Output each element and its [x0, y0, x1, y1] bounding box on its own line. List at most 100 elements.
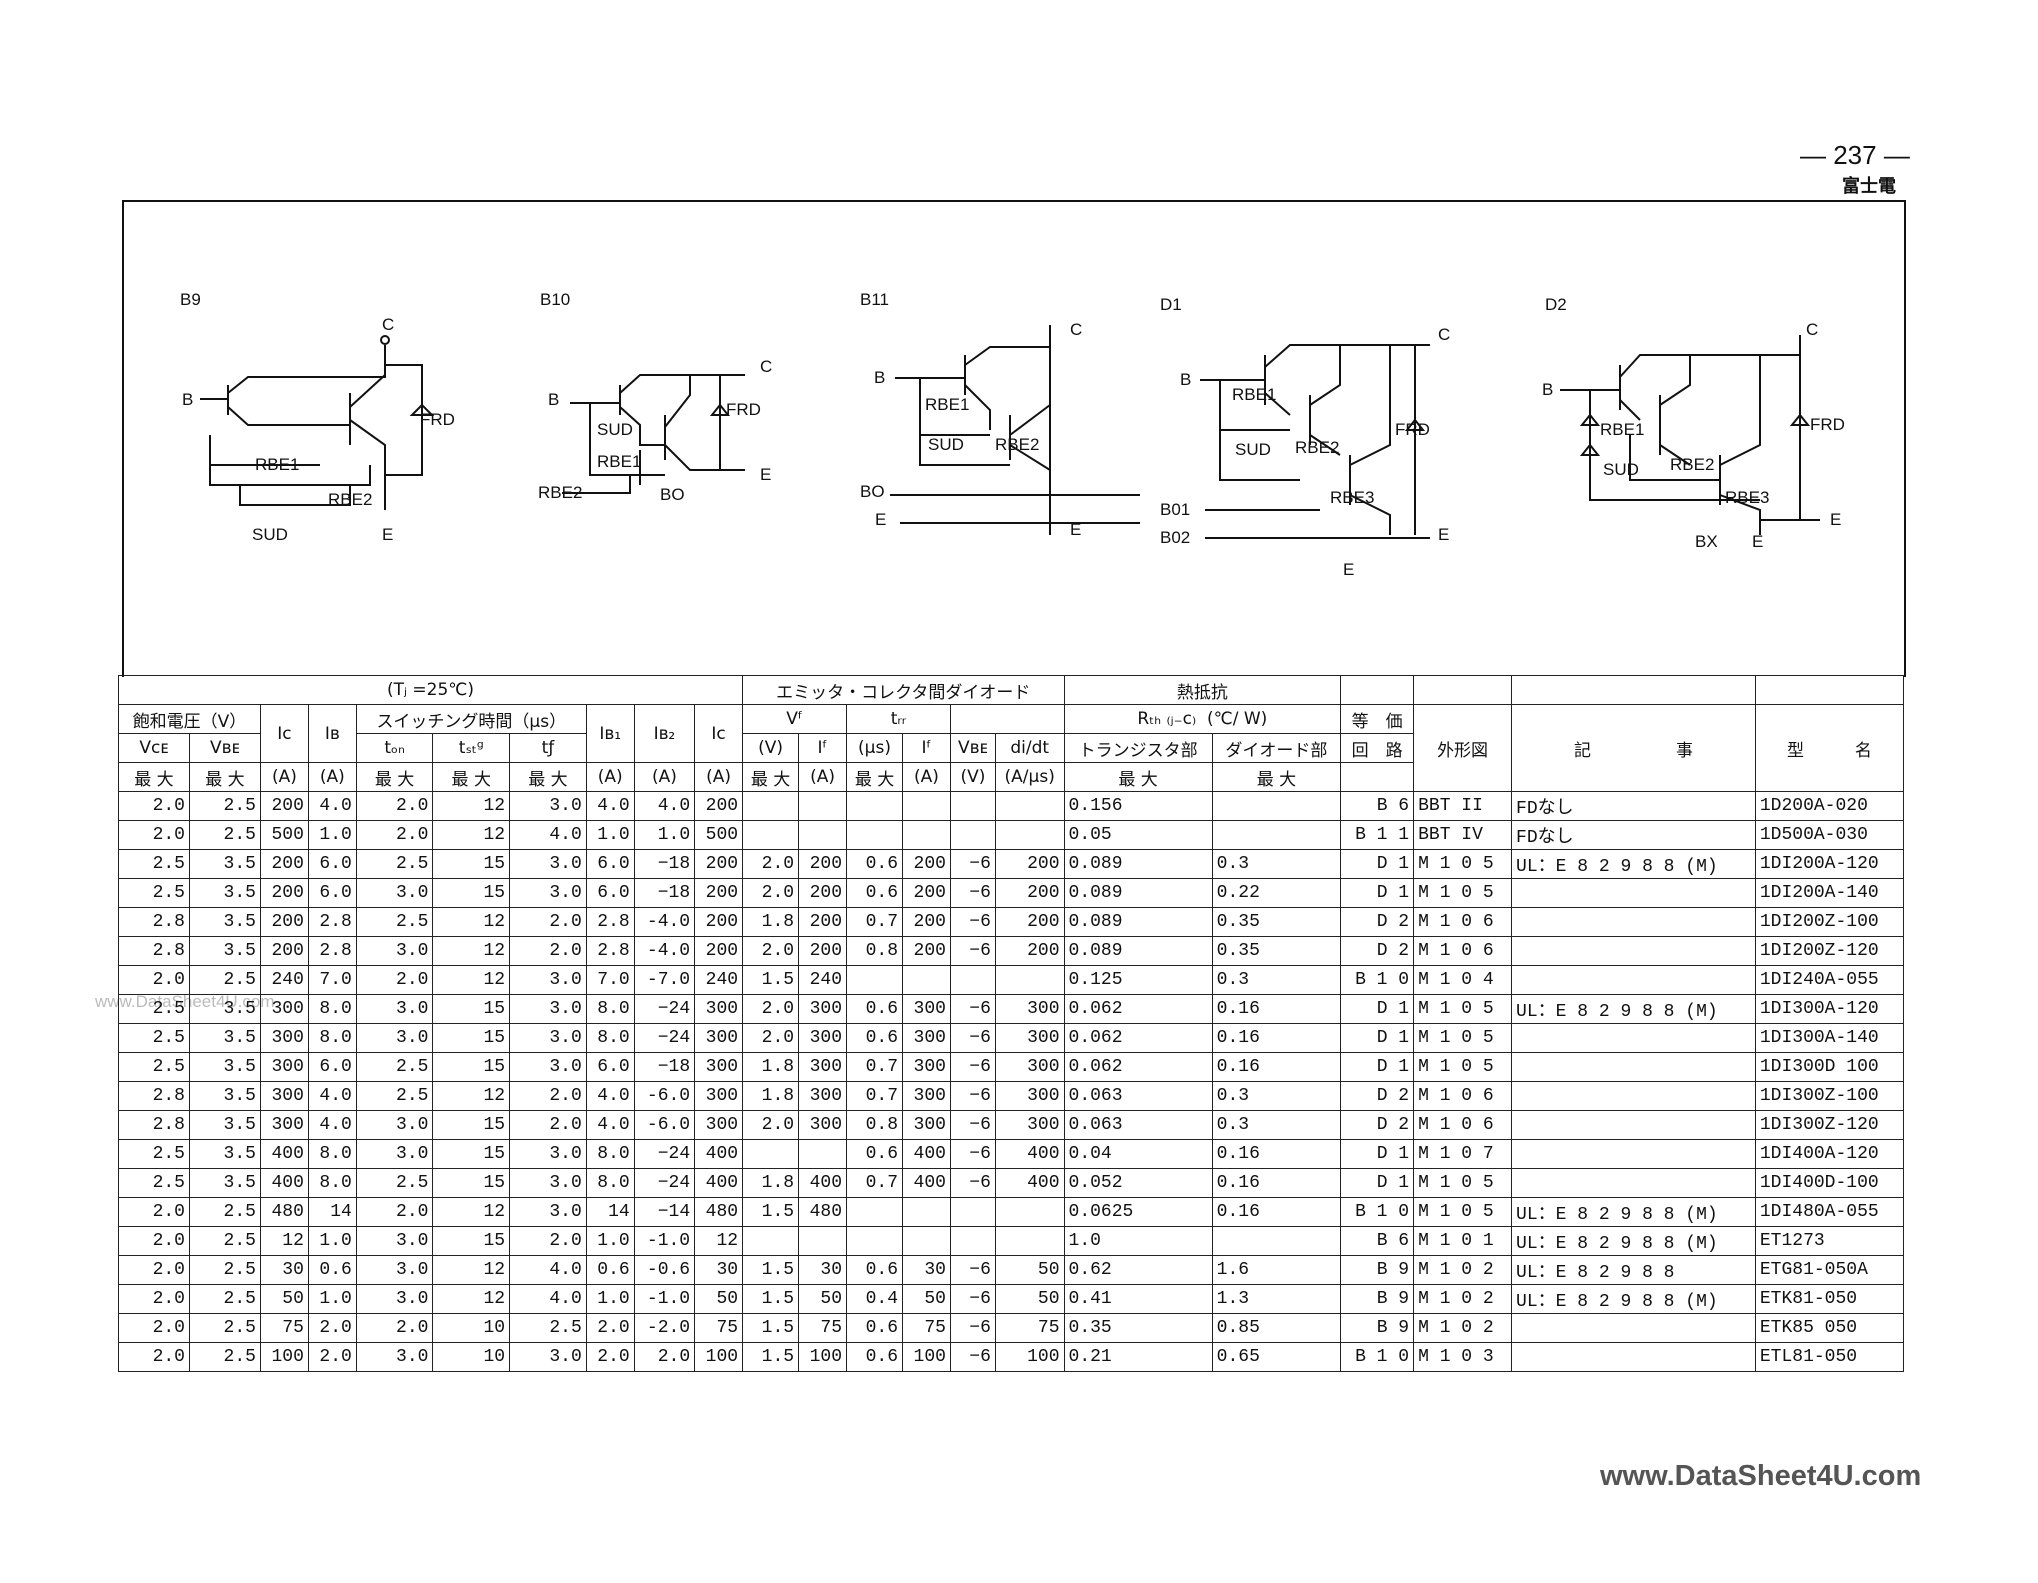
- table-cell: 200: [259, 849, 309, 879]
- table-cell: 200: [694, 849, 744, 879]
- table-cell: 1DI300A-140: [1754, 1023, 1905, 1053]
- table-cell: 1DI300Z-120: [1754, 1110, 1905, 1140]
- circuit-title: D1: [1160, 295, 1182, 314]
- table-cell: −18: [633, 1052, 696, 1082]
- table-cell: 1.3: [1211, 1284, 1342, 1314]
- table-cell: D 1: [1340, 1168, 1415, 1198]
- table-cell: 200: [902, 936, 951, 966]
- table-cell: 0.6: [307, 1255, 357, 1285]
- table-cell: 2.8: [307, 907, 357, 937]
- table-cell: 100: [902, 1342, 951, 1372]
- table-cell: −24: [633, 1139, 696, 1169]
- unit-blank: [1340, 762, 1415, 792]
- circuit-label: RBE1: [1232, 385, 1276, 404]
- table-cell: D 1: [1340, 1052, 1415, 1082]
- table-cell: 3.0: [509, 994, 587, 1024]
- table-cell: [1211, 791, 1342, 821]
- table-cell: M 1 0 1: [1413, 1226, 1513, 1256]
- table-cell: 2.0: [742, 1110, 800, 1140]
- table-cell: [949, 965, 996, 995]
- table-cell: 0.052: [1063, 1168, 1213, 1198]
- circuit-title: B11: [860, 290, 889, 309]
- table-cell: 2.0: [509, 1110, 587, 1140]
- table-cell: 1.0: [585, 1226, 635, 1256]
- table-cell: 2.5: [188, 820, 261, 850]
- circuit-label: RBE2: [995, 435, 1039, 454]
- table-cell: [949, 1197, 996, 1227]
- table-cell: [949, 791, 996, 821]
- table-cell: BBT IV: [1413, 820, 1513, 850]
- table-cell: 0.7: [845, 1052, 904, 1082]
- header-rth-di: ダイオード部: [1211, 733, 1342, 763]
- table-cell: 0.65: [1211, 1342, 1342, 1372]
- table-cell: 2.5: [188, 1284, 261, 1314]
- table-cell: 30: [259, 1255, 309, 1285]
- unit-amp: (A): [902, 762, 951, 792]
- table-cell: 200: [994, 907, 1065, 937]
- table-cell: 75: [902, 1313, 951, 1343]
- table-cell: 100: [798, 1342, 847, 1372]
- table-cell: 400: [994, 1168, 1065, 1198]
- table-cell: 2.0: [118, 1284, 190, 1314]
- table-cell: 480: [798, 1197, 847, 1227]
- table-cell: 3.5: [188, 1081, 261, 1111]
- table-cell: 300: [798, 1110, 847, 1140]
- unit-max: 最 大: [1063, 762, 1213, 792]
- circuit-label: E: [1752, 532, 1763, 551]
- table-cell: -4.0: [633, 936, 696, 966]
- table-cell: 0.3: [1211, 1081, 1342, 1111]
- table-cell: 480: [694, 1197, 744, 1227]
- table-cell: M 1 0 2: [1413, 1313, 1513, 1343]
- table-cell: 4.0: [509, 1255, 587, 1285]
- table-cell: [798, 820, 847, 850]
- table-cell: D 2: [1340, 936, 1415, 966]
- table-cell: 8.0: [307, 1023, 357, 1053]
- table-cell: 1DI200Z-120: [1754, 936, 1905, 966]
- table-cell: 0.22: [1211, 878, 1342, 908]
- table-cell: [902, 791, 951, 821]
- table-cell: 300: [259, 1023, 309, 1053]
- table-cell: 2.5: [509, 1313, 587, 1343]
- table-cell: 50: [694, 1284, 744, 1314]
- table-cell: 1.8: [742, 1168, 800, 1198]
- table-cell: 2.5: [118, 878, 190, 908]
- table-cell: 4.0: [307, 1081, 357, 1111]
- terminal-dot: [380, 335, 390, 345]
- header-eq-circuit-top: [1340, 675, 1415, 705]
- table-cell: 4.0: [307, 1110, 357, 1140]
- table-cell: [1511, 936, 1756, 966]
- table-cell: 2.0: [742, 936, 800, 966]
- table-cell: 0.7: [845, 907, 904, 937]
- table-cell: 1DI300Z-100: [1754, 1081, 1905, 1111]
- circuit-d2-wires: [1560, 335, 1820, 535]
- table-cell: ETK81-050: [1754, 1284, 1905, 1314]
- table-cell: 3.0: [509, 1197, 587, 1227]
- circuit-title: D2: [1545, 295, 1567, 314]
- table-cell: 2.5: [188, 1197, 261, 1227]
- table-cell: 100: [259, 1342, 309, 1372]
- table-cell: 1DI300A-120: [1754, 994, 1905, 1024]
- table-cell: UL：E 8 2 9 8 8 (M): [1511, 1197, 1756, 1227]
- circuit-label: B: [548, 390, 559, 409]
- table-cell: [845, 820, 904, 850]
- unit-max: 最 大: [509, 762, 587, 792]
- table-cell: 0.16: [1211, 1197, 1342, 1227]
- unit-max: 最 大: [188, 762, 261, 792]
- table-cell: 0.6: [845, 1023, 904, 1053]
- table-cell: 15: [432, 878, 511, 908]
- table-cell: 0.6: [845, 849, 904, 879]
- table-cell: 2.0: [118, 820, 190, 850]
- table-cell: 1DI200Z-100: [1754, 907, 1905, 937]
- table-cell: 4.0: [585, 1081, 635, 1111]
- table-cell: 2.0: [118, 965, 190, 995]
- header-ib2: Iʙ₂: [633, 704, 696, 763]
- manufacturer-label: 富士電: [1842, 176, 1896, 197]
- spec-table: (Tⱼ =25℃) エミッタ・コレクタ間ダイオード 熱抵抗 飽和電圧（V） Iᴄ…: [117, 675, 1905, 1372]
- group-header-transistor: (Tⱼ =25℃): [117, 675, 744, 705]
- table-cell: M 1 0 2: [1413, 1284, 1513, 1314]
- table-cell: 75: [798, 1313, 847, 1343]
- table-cell: [742, 1226, 800, 1256]
